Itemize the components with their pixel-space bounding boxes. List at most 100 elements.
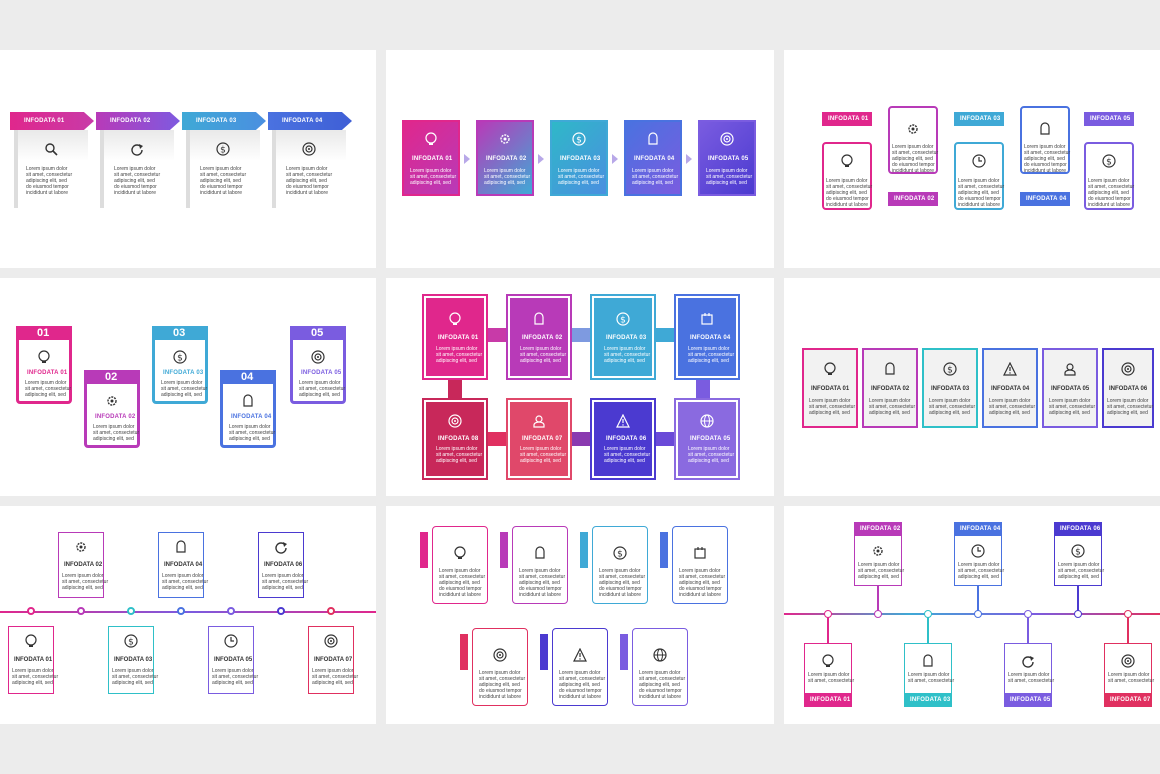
hdr-card-4-header <box>954 522 1002 536</box>
chev-box-2-label: INFODATA 02 <box>871 386 910 392</box>
tl-card-3 <box>108 626 154 694</box>
grid-box-1-description: Lorem ipsum dolor sit amet, consectetur … <box>436 346 483 364</box>
num-card-1-label: INFODATA 01 <box>27 370 68 376</box>
side-card-2 <box>512 526 568 604</box>
card-3-description: Lorem ipsum dolor sit amet, consectetur … <box>958 178 1005 208</box>
step-4-description: Lorem ipsum dolor sit amet, consectetur … <box>286 166 333 196</box>
dollar-icon: $ <box>616 312 630 326</box>
warning-icon <box>1003 362 1017 376</box>
hdr-card-1-description: Lorem ipsum dolor sit amet, consectetur <box>808 672 855 684</box>
hdr-card-1-footer <box>804 693 852 707</box>
slide-5-box-grid: INFODATA 01 Lorem ipsum dolor sit amet, … <box>386 278 774 496</box>
tl-card-4 <box>158 532 204 598</box>
chev-box-6-description: Lorem ipsum dolor sit amet, consectetur … <box>1107 398 1154 416</box>
chat-bubble-icon <box>534 312 544 325</box>
target-icon <box>324 634 338 648</box>
grid-box-8-label: INFODATA 08 <box>438 436 479 442</box>
step-1-arrow <box>10 112 94 130</box>
step-1-label: INFODATA 01 <box>24 118 65 124</box>
num-card-3-label: INFODATA 03 <box>163 370 204 376</box>
side-card-4-description: Lorem ipsum dolor sit amet, consectetur … <box>679 568 726 598</box>
tl-card-4-description: Lorem ipsum dolor sit amet, consectetur … <box>162 573 209 591</box>
stem-5 <box>1027 615 1029 643</box>
side-card-4 <box>672 526 728 604</box>
slide-7-timeline: INFODATA 02 Lorem ipsum dolor sit amet, … <box>0 506 376 724</box>
timeline-dot-3 <box>127 607 135 615</box>
target-icon <box>720 132 734 146</box>
timeline2-dot-6 <box>1074 610 1082 618</box>
clock-icon <box>224 634 238 648</box>
tag-2 <box>888 192 938 206</box>
chev-box-1-label: INFODATA 01 <box>811 386 850 392</box>
lightbulb-icon <box>824 362 836 375</box>
stem-6 <box>1077 586 1079 613</box>
tl-card-4-label: INFODATA 04 <box>164 562 203 568</box>
side-tab-2 <box>500 532 508 568</box>
hdr-card-1-label: INFODATA 01 <box>810 697 851 703</box>
side-tab-5 <box>460 634 468 670</box>
step-4-arrow <box>268 112 352 130</box>
svg-text:$: $ <box>620 316 626 326</box>
dollar-icon: $ <box>943 362 957 376</box>
user-icon <box>1064 363 1076 376</box>
timeline-line <box>0 611 376 613</box>
svg-text:$: $ <box>220 146 226 156</box>
num-card-5-label: INFODATA 05 <box>301 370 342 376</box>
side-card-6 <box>552 628 608 706</box>
step-1-card <box>14 130 88 208</box>
chev-box-5-description: Lorem ipsum dolor sit amet, consectetur … <box>1049 398 1096 416</box>
connector-1-2 <box>486 328 508 342</box>
num-1: 01 <box>37 327 50 339</box>
grid-box-4-label: INFODATA 04 <box>690 335 731 341</box>
tl-card-7-label: INFODATA 07 <box>314 657 353 663</box>
side-card-3-description: Lorem ipsum dolor sit amet, consectetur … <box>599 568 646 598</box>
stem-4 <box>977 586 979 613</box>
slide-3-alternating-cards: INFODATA 01 Lorem ipsum dolor sit amet, … <box>784 50 1160 268</box>
box-3 <box>550 120 608 196</box>
chat-bubble-icon <box>648 132 658 145</box>
step-3-arrow <box>182 112 266 130</box>
card-4-description: Lorem ipsum dolor sit amet, consectetur … <box>1024 144 1071 174</box>
tag-2-label: INFODATA 02 <box>894 196 935 202</box>
chev-box-6 <box>1102 348 1154 428</box>
box-3-description: Lorem ipsum dolor sit amet, consectetur … <box>558 168 605 186</box>
svg-text:$: $ <box>617 550 623 560</box>
hdr-card-7-footer <box>1104 693 1152 707</box>
lightbulb-icon <box>841 154 853 167</box>
tag-5-label: INFODATA 05 <box>1090 116 1131 122</box>
chev-box-2 <box>862 348 918 428</box>
hdr-card-7-label: INFODATA 07 <box>1110 697 1151 703</box>
card-1-description: Lorem ipsum dolor sit amet, consectetur … <box>826 178 873 208</box>
grid-box-4-description: Lorem ipsum dolor sit amet, consectetur … <box>688 346 735 364</box>
card-5 <box>1084 142 1134 210</box>
hdr-card-5-footer <box>1004 693 1052 707</box>
hdr-card-2-description: Lorem ipsum dolor sit amet, consectetur … <box>858 562 905 580</box>
warning-icon <box>573 648 587 662</box>
step-2-arrow <box>96 112 180 130</box>
search-icon <box>45 143 58 156</box>
chat-bubble-icon <box>243 394 253 407</box>
grid-box-1 <box>422 294 488 380</box>
connector-4-5 <box>696 378 710 400</box>
tl-card-1-label: INFODATA 01 <box>14 657 53 663</box>
dollar-icon: $ <box>572 132 586 146</box>
box-1-label: INFODATA 01 <box>412 156 453 162</box>
side-card-3 <box>592 526 648 604</box>
grid-box-3-label: INFODATA 03 <box>606 335 647 341</box>
grid-box-2-label: INFODATA 02 <box>522 335 563 341</box>
timeline-dot-4 <box>177 607 185 615</box>
chev-box-4 <box>982 348 1038 428</box>
num-card-2-header <box>84 370 140 384</box>
timeline-dot-5 <box>227 607 235 615</box>
chev-box-5-label: INFODATA 05 <box>1051 386 1090 392</box>
side-card-5 <box>472 628 528 706</box>
connector-6-5 <box>654 432 676 446</box>
slide-2-gradient-boxes: INFODATA 01 Lorem ipsum dolor sit amet, … <box>386 50 774 268</box>
gear-icon <box>107 396 117 406</box>
tl-card-7-description: Lorem ipsum dolor sit amet, consectetur … <box>312 668 359 686</box>
tl-card-6-label: INFODATA 06 <box>264 562 303 568</box>
chat-bubble-icon <box>885 362 895 375</box>
clock-icon <box>971 544 985 558</box>
slide-1-arrow-steps: INFODATA 01 Lorem ipsum dolor sit amet, … <box>0 50 376 268</box>
grid-box-5-label: INFODATA 05 <box>690 436 731 442</box>
